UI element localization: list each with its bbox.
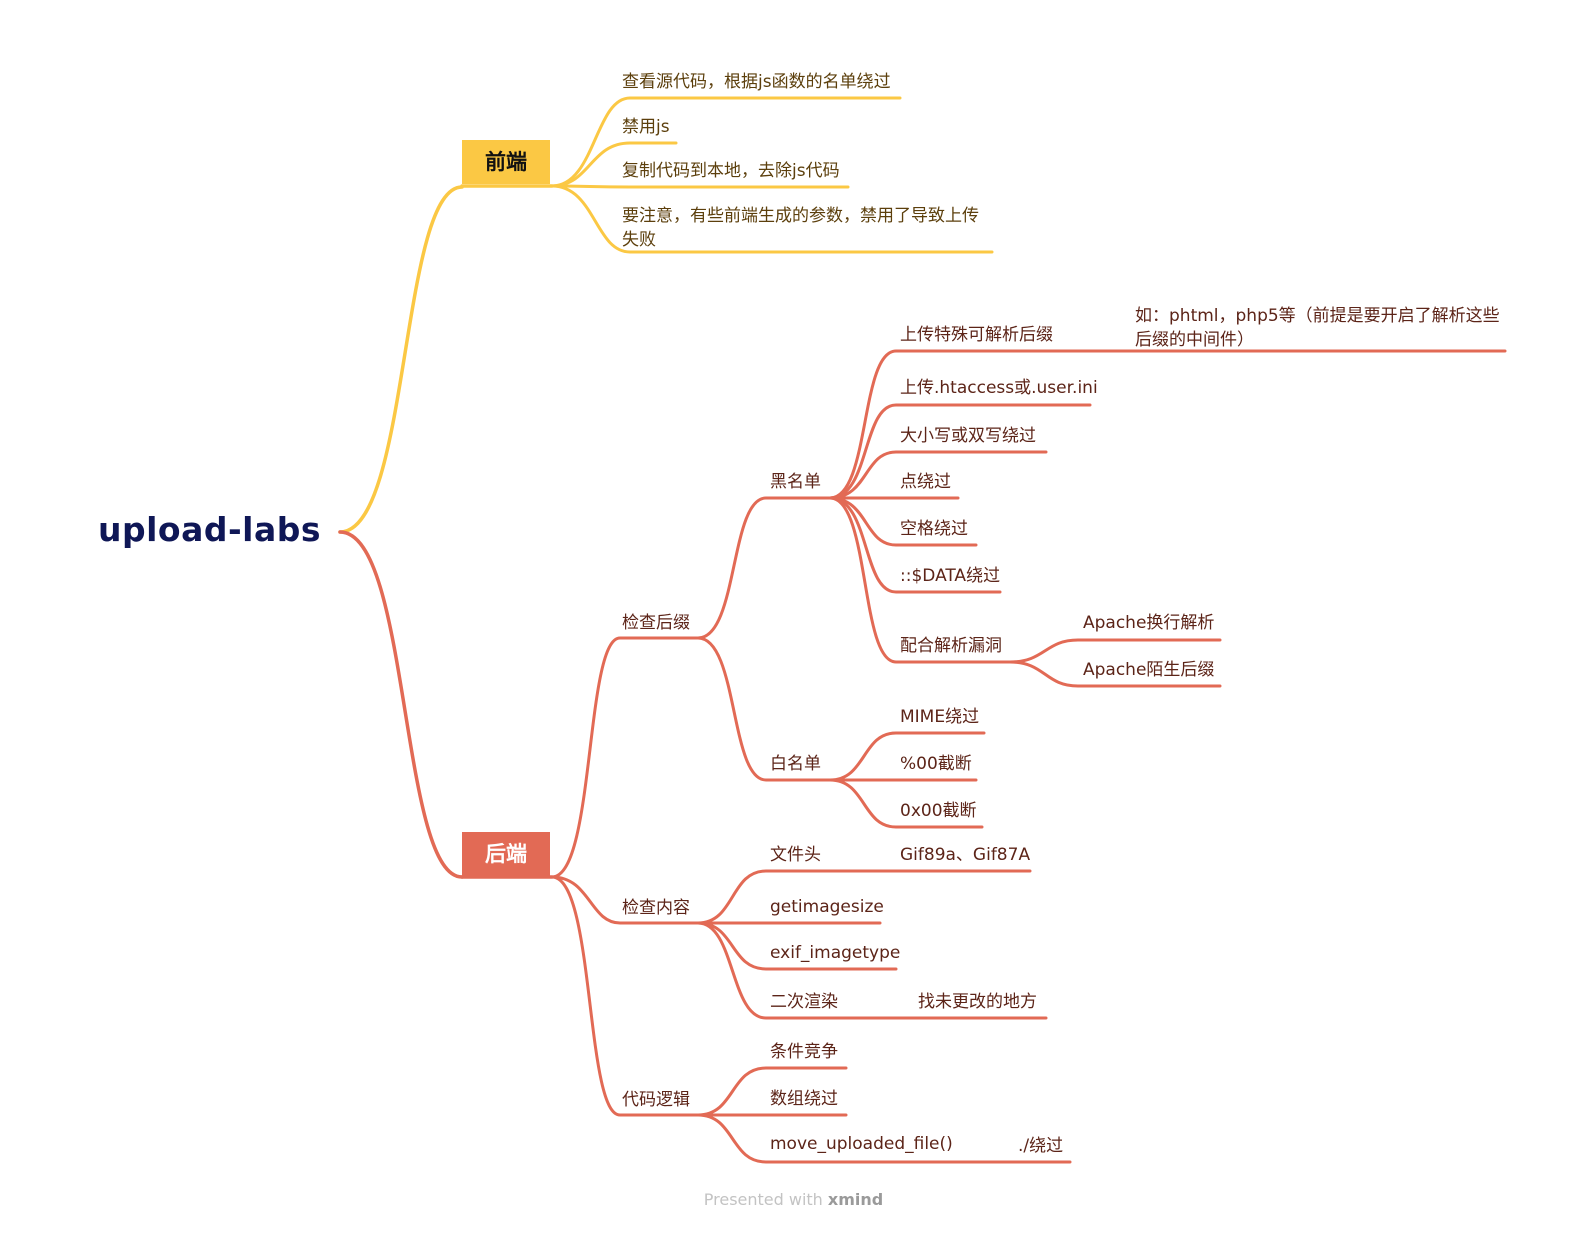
content-item-2[interactable]: getimagesize	[770, 897, 884, 917]
move-note[interactable]: ./绕过	[1018, 1136, 1064, 1156]
connector-content-1	[696, 869, 1032, 925]
front-item-4[interactable]: 要注意，有些前端生成的参数，禁用了导致上传失败	[622, 206, 979, 250]
blacklist-item-3[interactable]: 大小写或双写绕过	[900, 426, 1036, 446]
front-item-2[interactable]: 禁用js	[622, 117, 670, 137]
logic-item-1[interactable]: 条件竞争	[770, 1042, 838, 1062]
file-header-note[interactable]: Gif89a、Gif87A	[900, 845, 1031, 865]
connector-white-1	[828, 731, 986, 782]
connector-back-logic	[550, 875, 700, 1117]
connector-front-1	[550, 96, 902, 188]
connector-white-3	[828, 778, 984, 829]
connector-black-7	[828, 496, 1012, 664]
topic-check-suffix[interactable]: 检查后缀	[622, 613, 690, 633]
connector-front-3	[550, 184, 850, 189]
whitelist-item-1[interactable]: MIME绕过	[900, 707, 980, 727]
topic-front[interactable]: 前端	[462, 140, 550, 184]
blacklist-item-2[interactable]: 上传.htaccess或.user.ini	[900, 378, 1098, 398]
connector-suffix-black	[696, 496, 832, 640]
connector-parse-2	[1008, 660, 1222, 688]
render-note[interactable]: 找未更改的地方	[918, 992, 1037, 1012]
connector-black-1	[828, 349, 1064, 500]
footer-prefix: Presented with	[703, 1190, 828, 1209]
topic-whitelist[interactable]: 白名单	[770, 754, 821, 774]
parse-vuln-1[interactable]: Apache换行解析	[1083, 613, 1215, 633]
connector-logic-1	[696, 1066, 848, 1117]
whitelist-item-3[interactable]: 0x00截断	[900, 801, 977, 821]
connector-logic-3	[696, 1113, 1072, 1164]
whitelist-item-2[interactable]: %00截断	[900, 754, 972, 774]
logic-item-3[interactable]: move_uploaded_file()	[770, 1134, 953, 1154]
blacklist-item-7[interactable]: 配合解析漏洞	[900, 636, 1002, 656]
blacklist-item-4[interactable]: 点绕过	[900, 472, 951, 492]
connector-front-4	[550, 184, 994, 254]
logic-item-2[interactable]: 数组绕过	[770, 1089, 838, 1109]
connector-root-front	[338, 185, 464, 534]
connector-parse-1	[1008, 638, 1222, 664]
topic-code-logic[interactable]: 代码逻辑	[622, 1090, 690, 1110]
content-item-1[interactable]: 文件头	[770, 845, 821, 865]
connector-content-4	[696, 921, 1048, 1020]
blacklist-item-1[interactable]: 上传特殊可解析后缀	[900, 325, 1053, 345]
connector-back-suffix	[550, 636, 700, 879]
front-item-1[interactable]: 查看源代码，根据js函数的名单绕过	[622, 72, 891, 92]
connector-front-2	[550, 141, 678, 188]
footer-credit: Presented with xmind	[0, 1190, 1587, 1209]
footer-brand: xmind	[827, 1190, 884, 1209]
connector-suffix-white	[696, 636, 832, 782]
content-item-4[interactable]: 二次渲染	[770, 992, 838, 1012]
connector-black-6	[828, 496, 1002, 594]
root-topic[interactable]: upload-labs	[98, 510, 322, 549]
connector-black-3	[828, 450, 1048, 500]
topic-blacklist[interactable]: 黑名单	[770, 472, 821, 492]
content-item-3[interactable]: exif_imagetype	[770, 943, 901, 963]
topic-check-content[interactable]: 检查内容	[622, 898, 690, 918]
connector-black-2	[828, 403, 1092, 500]
front-item-3[interactable]: 复制代码到本地，去除js代码	[622, 161, 840, 181]
topic-back[interactable]: 后端	[462, 832, 550, 876]
blacklist-item-5[interactable]: 空格绕过	[900, 519, 968, 539]
connector-back-content	[550, 875, 700, 925]
connector-root-back	[338, 530, 464, 879]
parse-vuln-2[interactable]: Apache陌生后缀	[1083, 660, 1215, 680]
special-suffix-note[interactable]: 如：phtml，php5等（前提是要开启了解析这些后缀的中间件）	[1135, 306, 1500, 350]
blacklist-item-6[interactable]: ::$DATA绕过	[900, 566, 1001, 586]
